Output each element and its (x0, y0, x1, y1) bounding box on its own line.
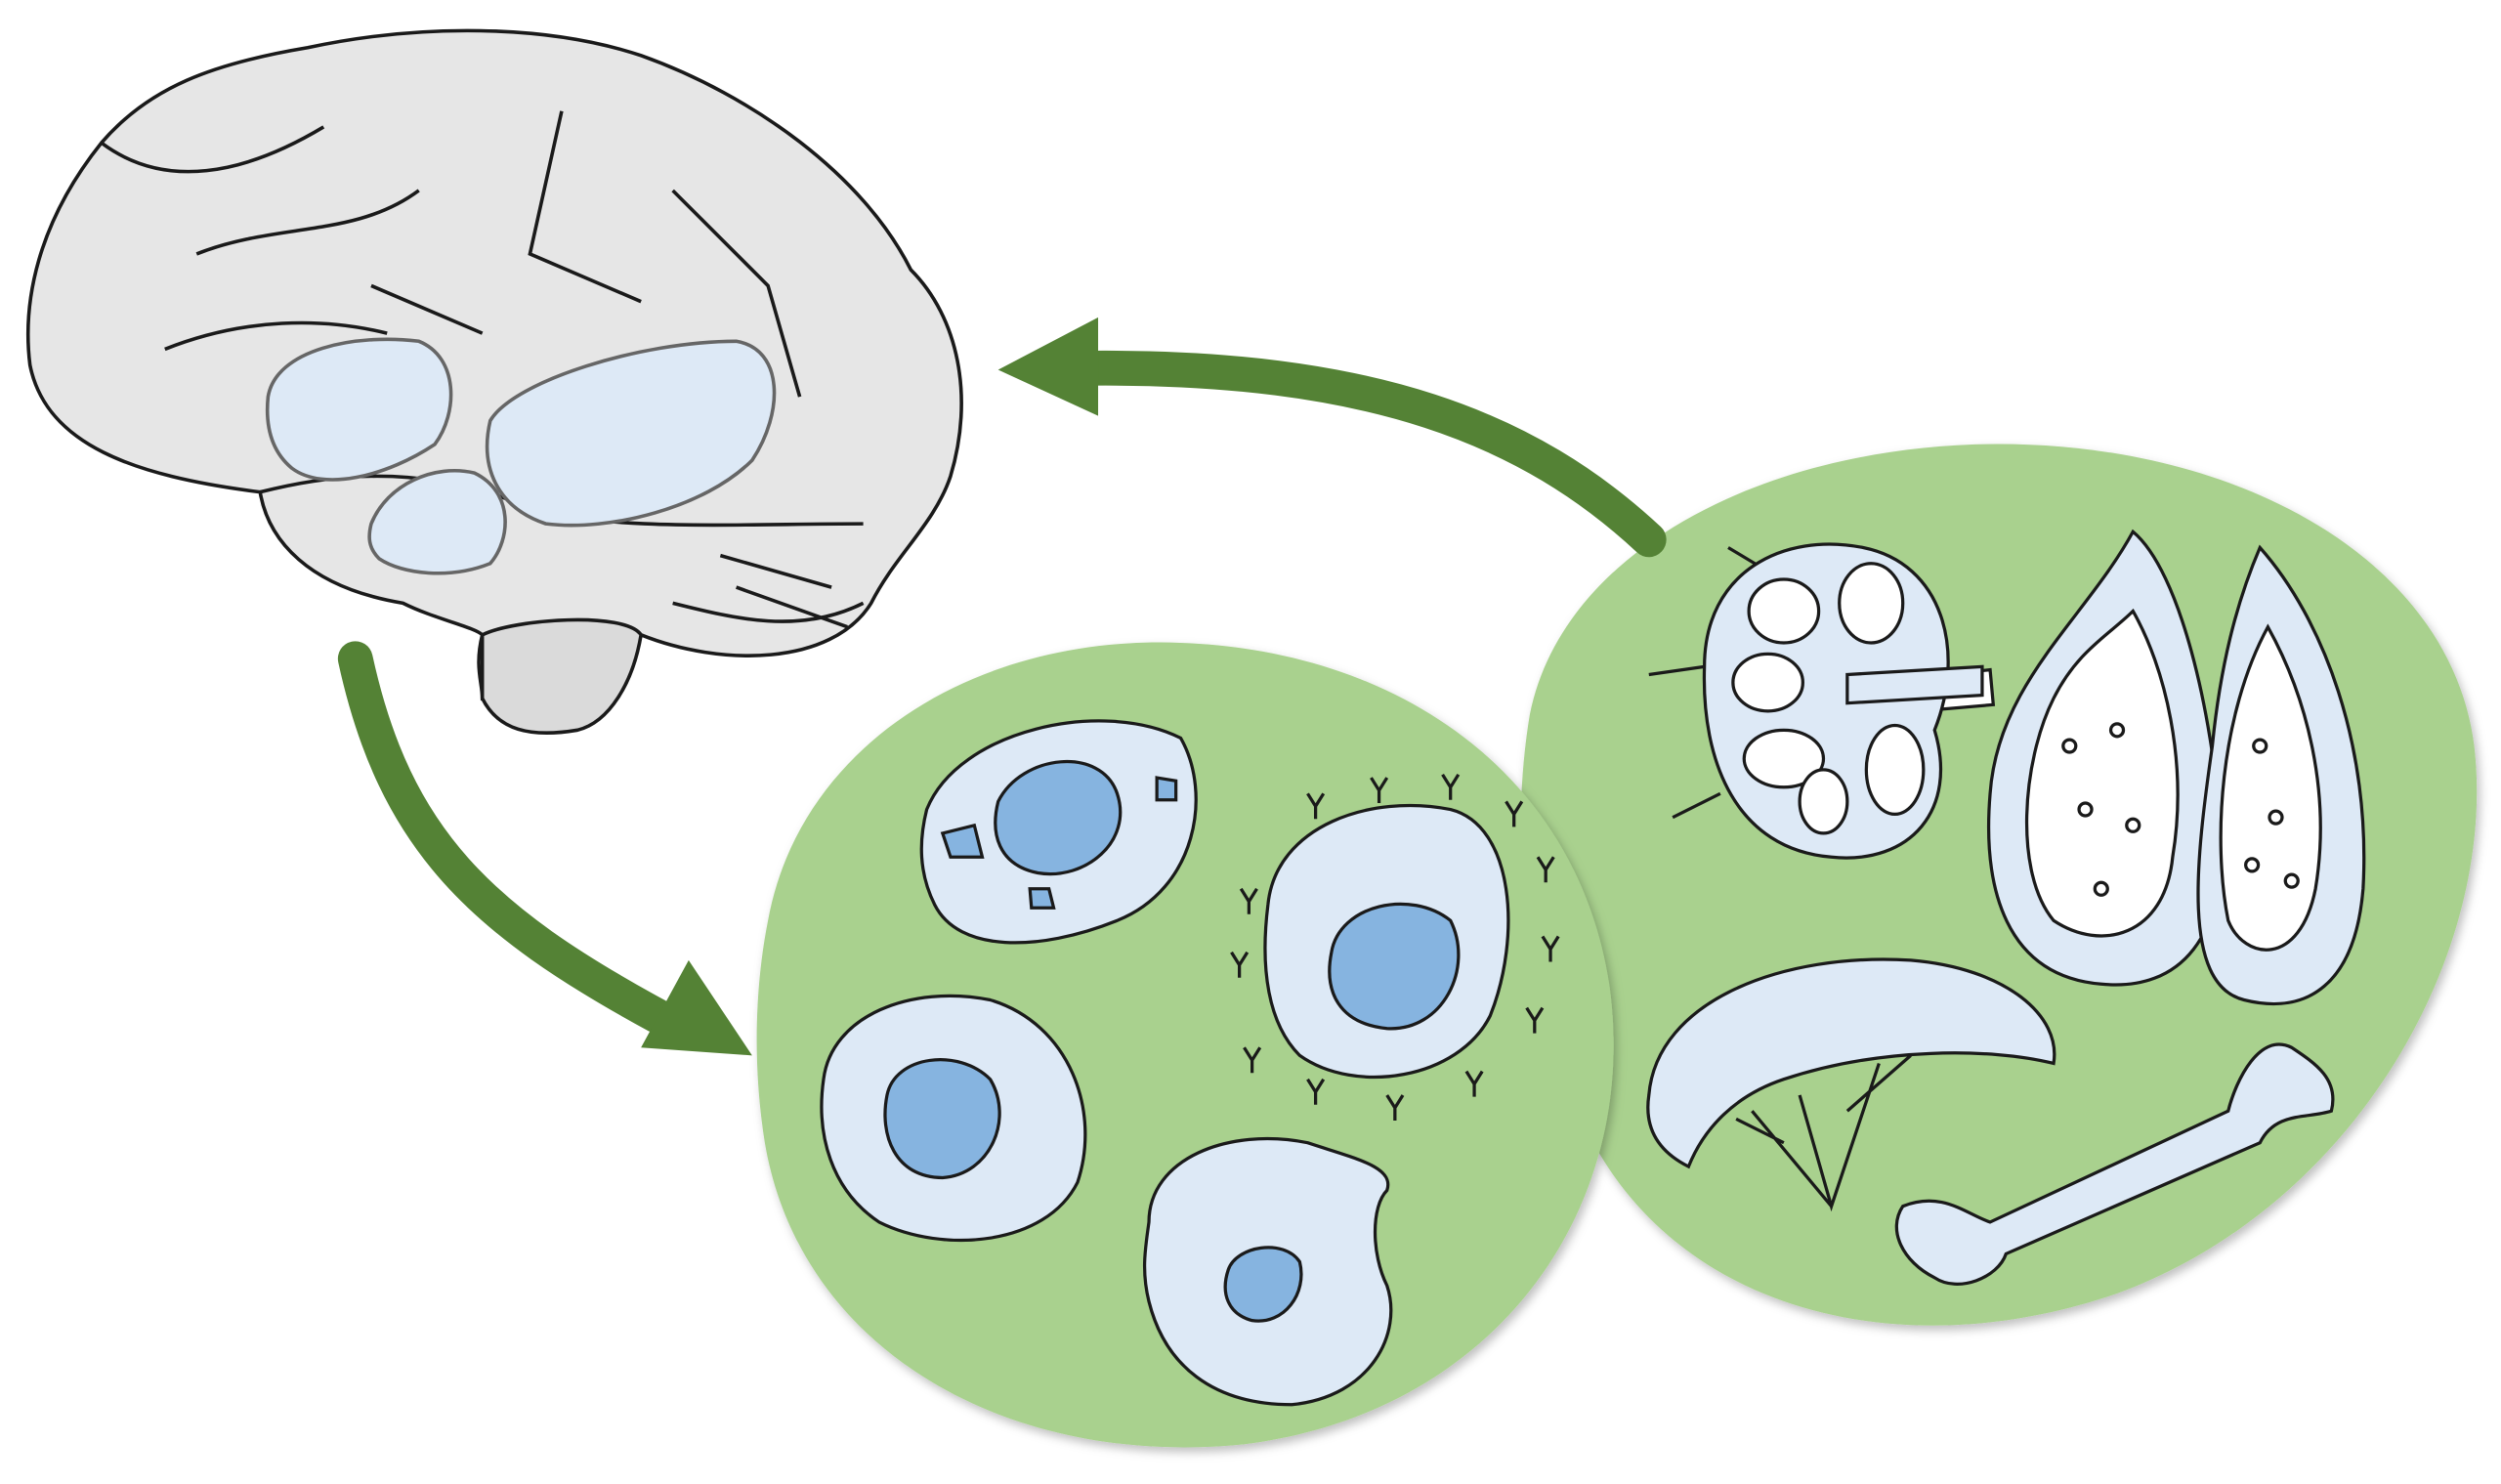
cell-icon (820, 994, 1087, 1243)
brain-icon (26, 28, 963, 735)
cells-circle (756, 642, 1614, 1448)
cell-icon (1142, 1136, 1393, 1407)
spleen-icon (1646, 957, 2056, 1212)
arrow-brain-to-cells (337, 641, 752, 1056)
brain-region (485, 339, 777, 528)
thymus-icon (1986, 529, 2366, 1005)
brain-region (367, 468, 507, 575)
bone-icon (1894, 1042, 2335, 1286)
antibody-coated-cell-icon (1230, 773, 1560, 1121)
brain-region (265, 337, 453, 482)
cell-icon (919, 719, 1198, 945)
organs-circle (1520, 444, 2478, 1326)
arrow-organs-to-brain (997, 317, 1667, 558)
antibody-icons (1230, 773, 1560, 1121)
lymph-node-icon (1648, 542, 1996, 860)
